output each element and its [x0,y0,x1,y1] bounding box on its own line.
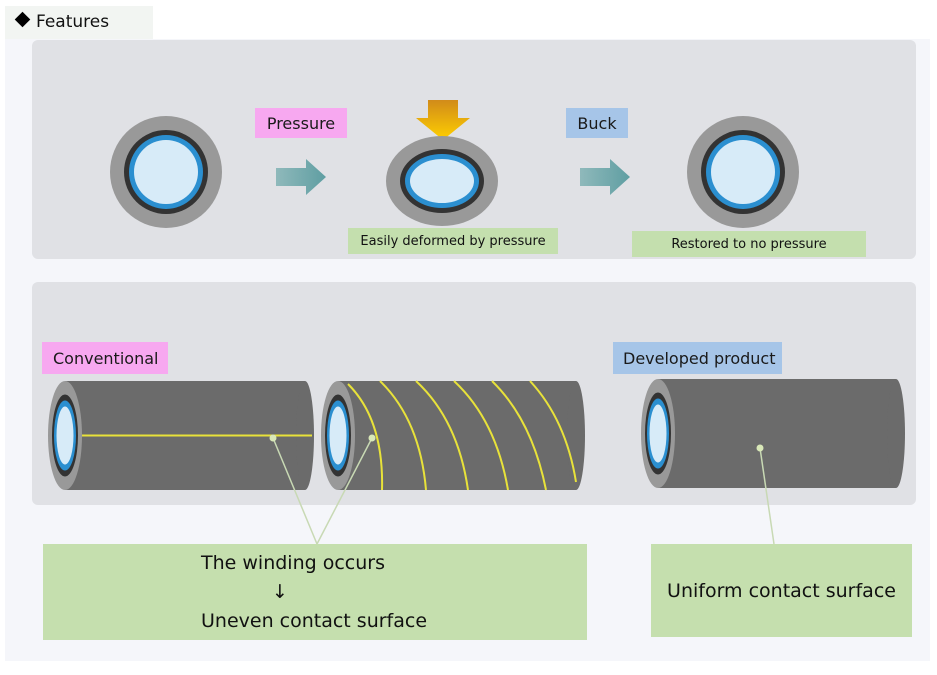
conventional-tube-spiral-seam-icon [321,380,585,491]
callout-winding-text: The winding occurs [201,552,385,574]
right-arrow-icon [276,159,326,195]
restored-caption: Restored to no pressure [632,231,866,257]
section-heading: Features [36,12,110,32]
callout-uniform-text: Uniform contact surface [667,579,896,602]
conventional-label: Conventional [42,342,168,374]
callout-uneven-text: Uneven contact surface [201,610,428,632]
tube-cross-section-normal-icon [110,116,222,228]
callout-developed: Uniform contact surface [651,544,912,637]
tube-cross-section-deformed-icon [386,136,498,226]
buck-label: Buck [566,108,628,138]
section-heading-box [5,6,153,39]
tube-cross-section-restored-icon [687,116,799,228]
conventional-tube-straight-seam-icon [48,381,314,490]
developed-tube-uniform-icon [641,379,905,488]
callout-leader-lines [272,437,775,545]
pressure-label: Pressure [255,108,347,138]
down-arrow-icon: ↓ [272,581,288,603]
developed-product-label: Developed product [613,342,782,374]
pressure-arrow-icon [416,100,470,140]
callout-conventional: The winding occurs ↓ Uneven contact surf… [43,544,587,640]
right-arrow-icon [580,159,630,195]
deformed-caption: Easily deformed by pressure [348,228,558,254]
callout-dots [269,434,764,452]
